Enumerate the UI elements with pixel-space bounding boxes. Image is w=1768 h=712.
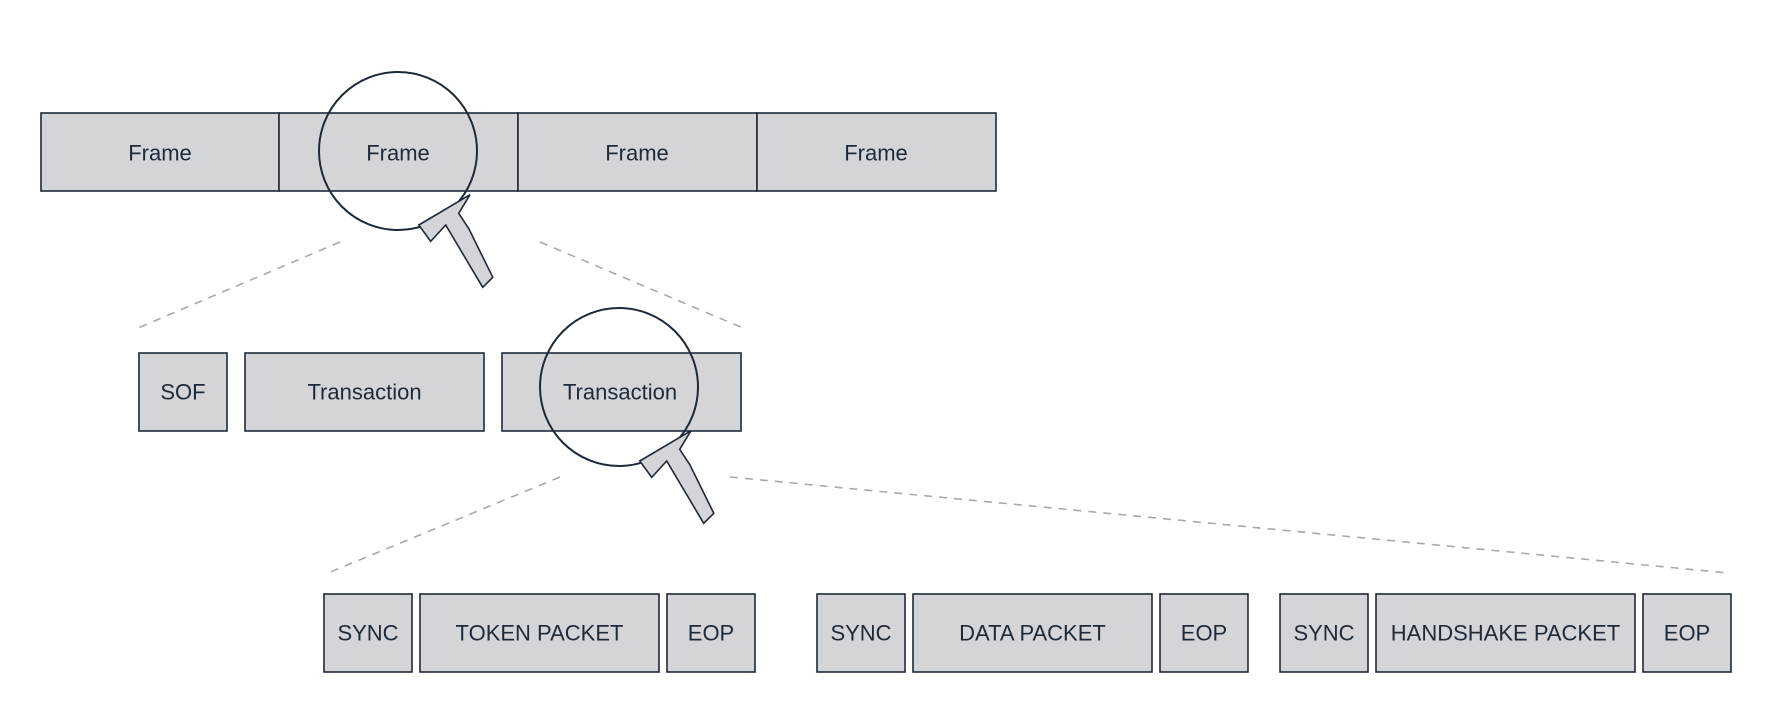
token-sync-box: SYNC — [323, 593, 413, 673]
data-eop-box: EOP — [1159, 593, 1249, 673]
packet-group-data: SYNC DATA PACKET EOP — [816, 593, 1249, 673]
frame-row: Frame Frame Frame Frame — [40, 112, 997, 192]
frame-label-2: Frame — [366, 141, 430, 166]
packet-group-token: SYNC TOKEN PACKET EOP — [323, 593, 756, 673]
handshake-eop-box: EOP — [1642, 593, 1732, 673]
handshake-sync-box: SYNC — [1279, 593, 1369, 673]
sof-label: SOF — [160, 380, 205, 405]
zoom-line-right-1 — [539, 241, 744, 329]
frame-contents-row: SOF Transaction Transaction — [138, 352, 742, 432]
packet-group-handshake: SYNC HANDSHAKE PACKET EOP — [1279, 593, 1732, 673]
data-eop-label: EOP — [1181, 621, 1227, 646]
transaction-box-2: Transaction — [501, 352, 742, 432]
frame-box-1: Frame — [40, 112, 280, 192]
magnifier-icon — [539, 307, 715, 525]
handshake-sync-label: SYNC — [1293, 621, 1354, 646]
magnifier-icon — [318, 71, 494, 289]
data-sync-label: SYNC — [830, 621, 891, 646]
token-packet-box: TOKEN PACKET — [419, 593, 660, 673]
handshake-packet-label: HANDSHAKE PACKET — [1391, 621, 1620, 646]
data-sync-box: SYNC — [816, 593, 906, 673]
frame-box-3: Frame — [517, 112, 758, 192]
zoom-line-left-1 — [137, 241, 341, 329]
token-eop-box: EOP — [666, 593, 756, 673]
transaction-label-2: Transaction — [563, 380, 677, 405]
sof-box: SOF — [138, 352, 228, 432]
data-packet-box: DATA PACKET — [912, 593, 1153, 673]
transaction-box-1: Transaction — [244, 352, 485, 432]
zoom-line-right-2 — [729, 476, 1729, 574]
token-sync-label: SYNC — [337, 621, 398, 646]
token-eop-label: EOP — [688, 621, 734, 646]
token-packet-label: TOKEN PACKET — [456, 621, 624, 646]
handshake-packet-box: HANDSHAKE PACKET — [1375, 593, 1636, 673]
frame-box-4: Frame — [756, 112, 997, 192]
frame-label-3: Frame — [605, 141, 669, 166]
handshake-eop-label: EOP — [1664, 621, 1710, 646]
frame-label-4: Frame — [844, 141, 908, 166]
frame-label-1: Frame — [128, 141, 192, 166]
zoom-line-left-2 — [327, 476, 561, 574]
frame-box-2: Frame — [278, 112, 519, 192]
transaction-label-1: Transaction — [307, 380, 421, 405]
data-packet-label: DATA PACKET — [959, 621, 1106, 646]
